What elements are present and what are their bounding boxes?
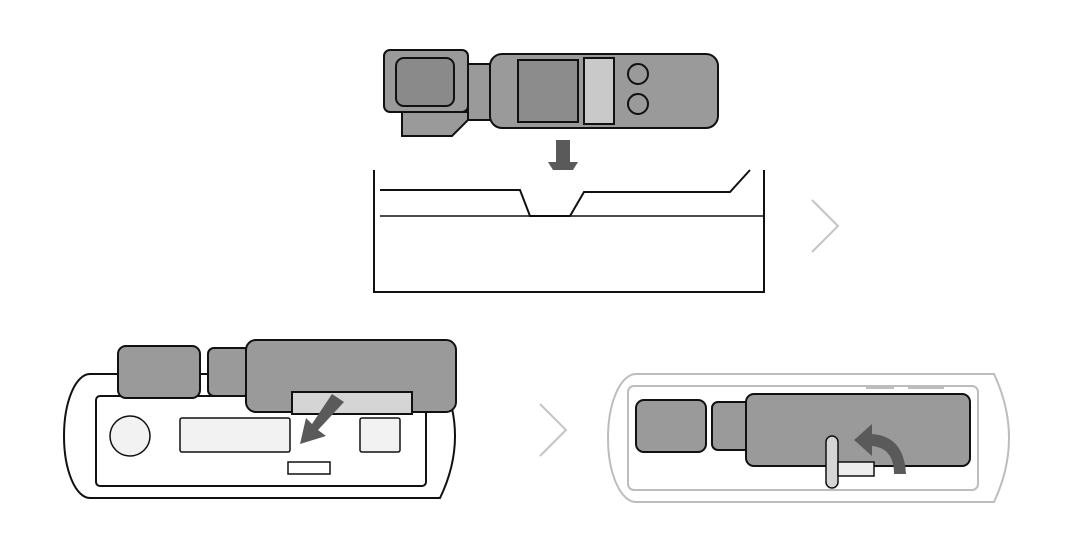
step-2-illustration xyxy=(63,339,457,499)
case-latch xyxy=(287,461,331,475)
step-1-illustration xyxy=(373,49,765,293)
step-3-panel xyxy=(604,366,1024,516)
step-1-panel xyxy=(370,40,770,300)
camera xyxy=(635,393,971,467)
case-interior xyxy=(109,415,401,457)
rotate-arrow-icon xyxy=(854,424,906,474)
press-arrow-icon xyxy=(300,394,344,444)
camera-gimbal xyxy=(383,49,495,137)
camera-body xyxy=(489,53,719,129)
step-2-panel xyxy=(60,336,470,516)
latch-pin xyxy=(825,435,875,489)
chevron-right-icon xyxy=(534,400,572,460)
camera xyxy=(117,339,457,415)
chevron-right-icon xyxy=(806,196,844,256)
step-3-illustration xyxy=(607,373,1010,503)
case-tray xyxy=(373,169,765,293)
